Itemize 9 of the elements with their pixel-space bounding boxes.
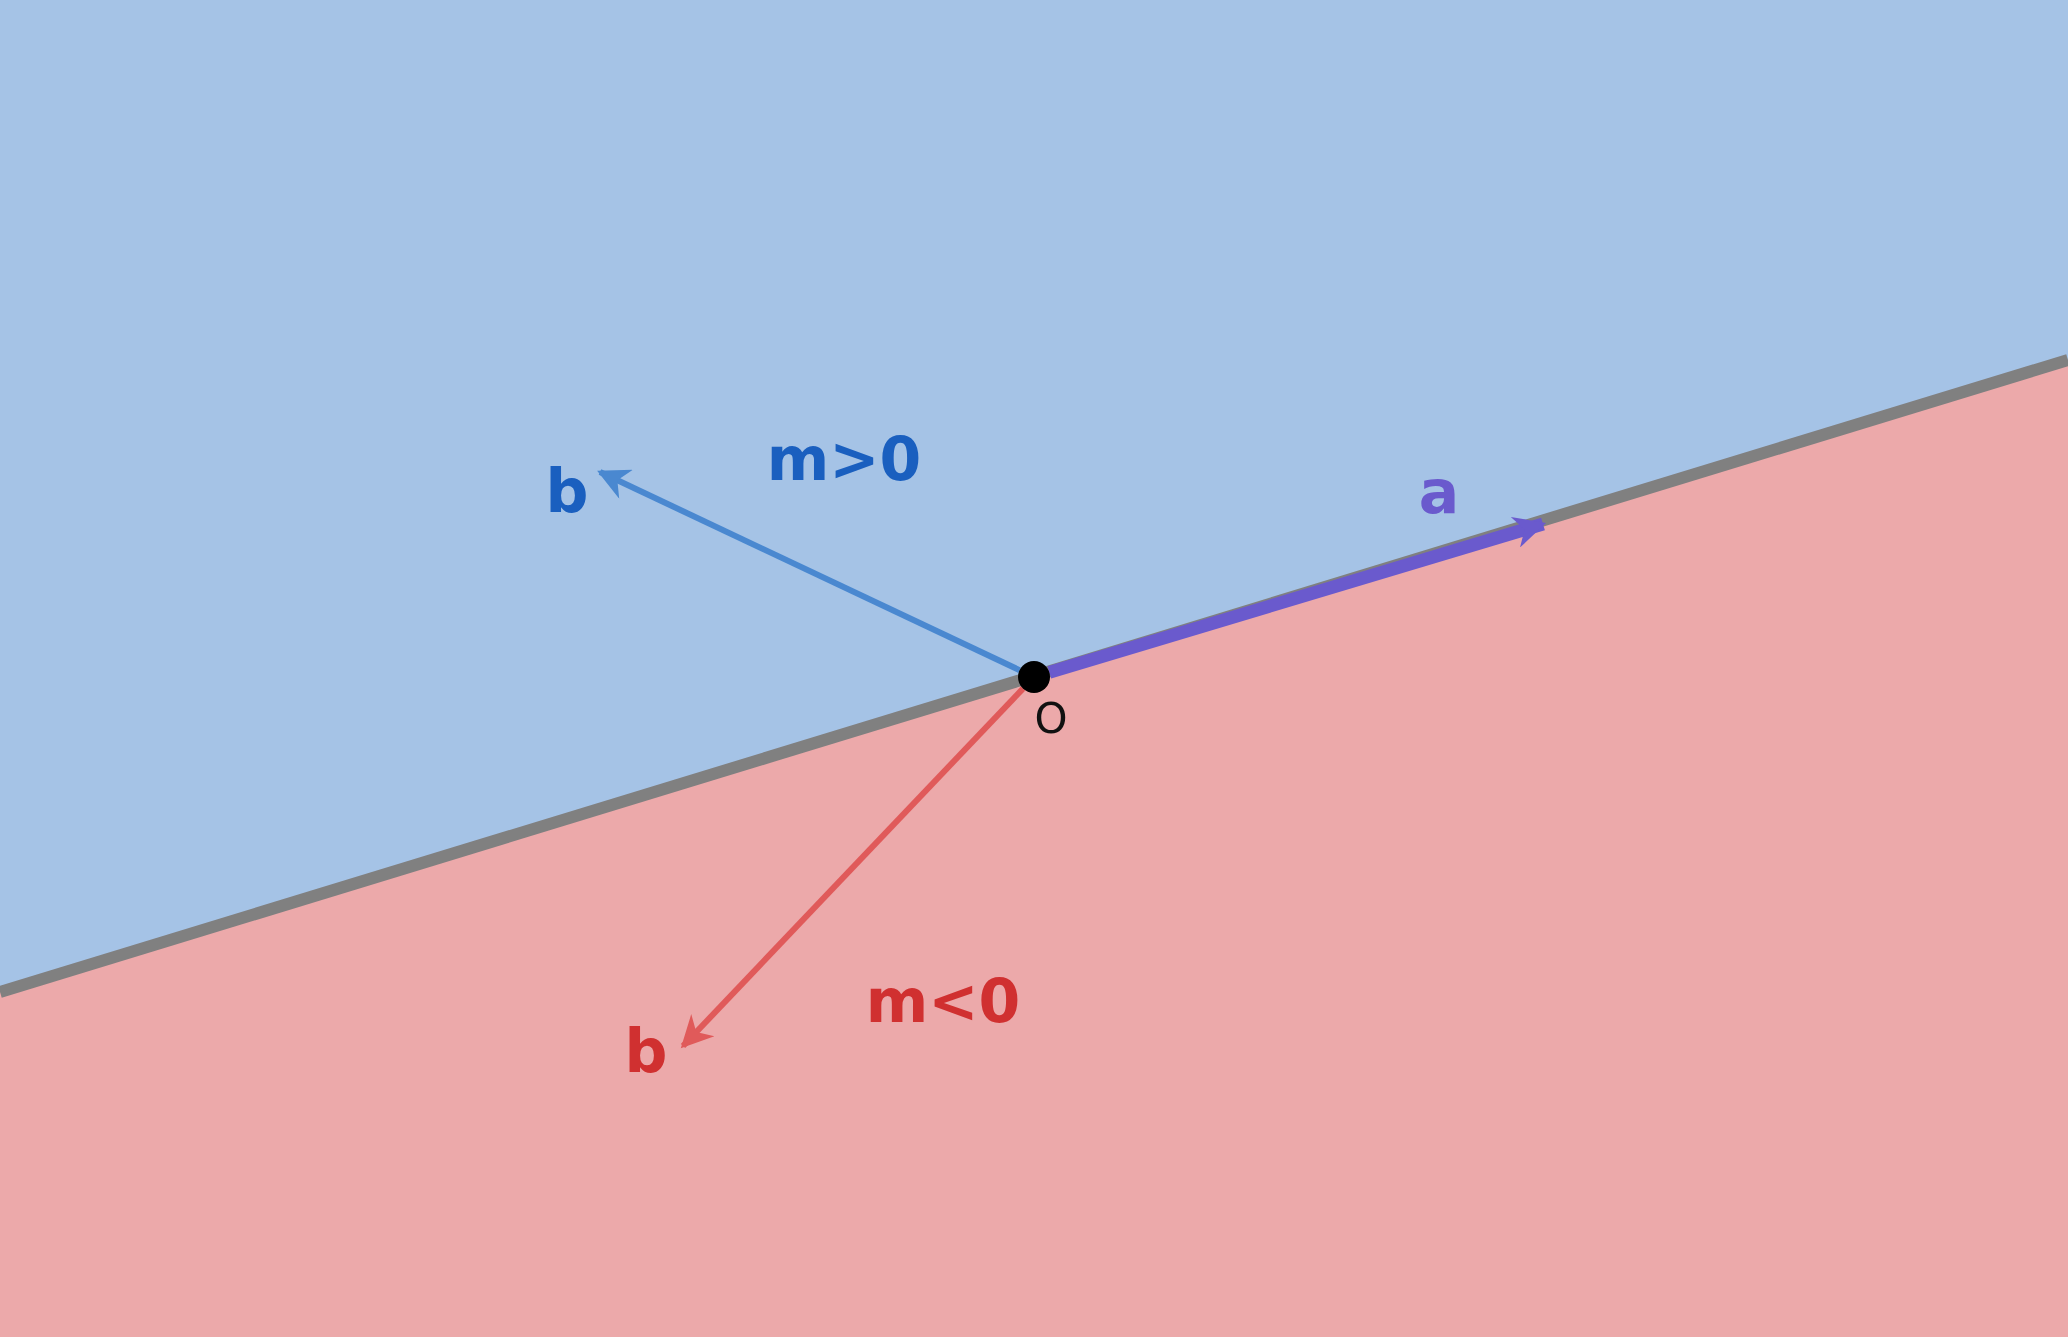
vector-label: b xyxy=(624,1021,668,1081)
vector-arrow xyxy=(680,686,1026,1049)
vector-arrow xyxy=(597,469,1021,673)
vector-arrow xyxy=(1047,516,1547,679)
sign-condition-label: m<0 xyxy=(865,971,1021,1031)
point-label: O xyxy=(1034,698,1068,740)
vector-label: b xyxy=(545,461,589,521)
sign-condition-label: m>0 xyxy=(766,429,922,489)
vector-label: a xyxy=(1418,462,1460,522)
